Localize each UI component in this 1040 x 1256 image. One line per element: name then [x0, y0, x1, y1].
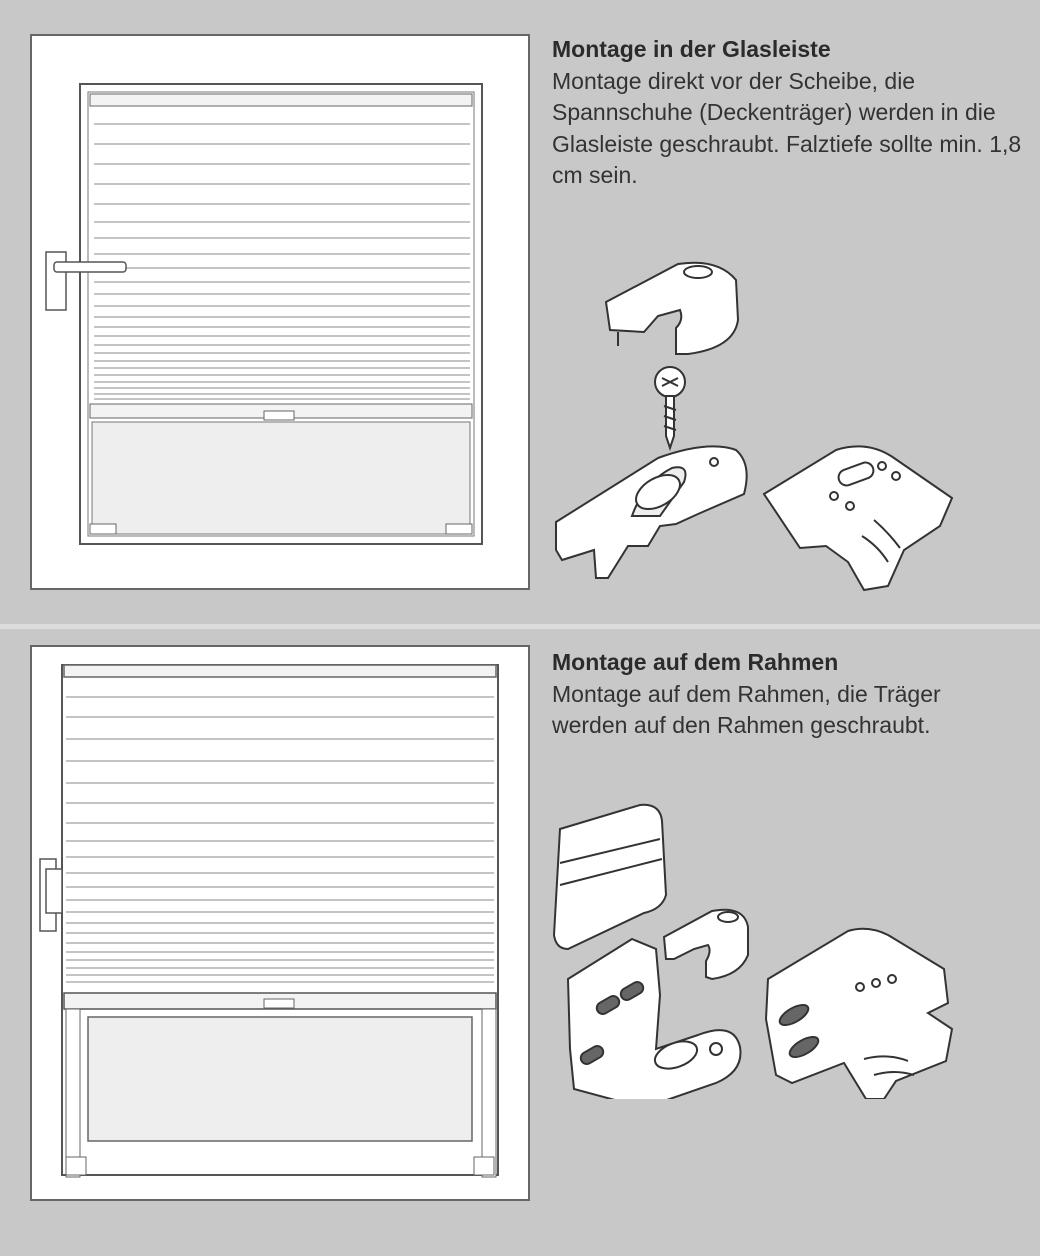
section-title: Montage in der Glasleiste: [552, 36, 831, 62]
section-description: Montage auf dem Rahmen, die Träger werde…: [552, 680, 941, 739]
mounting-parts-glasleiste: [555, 261, 954, 592]
mounting-bracket-icon: [566, 937, 742, 1099]
text-rahmen: Montage auf dem Rahmen Montage auf dem R…: [552, 647, 1022, 742]
section-description: Montage direkt vor der Scheibe, die Span…: [552, 67, 1022, 189]
section-title: Montage auf dem Rahmen: [552, 649, 839, 675]
window-with-pleated-blind-on-frame-icon: [39, 664, 499, 1178]
end-cap-icon: [552, 803, 668, 951]
window-with-pleated-blind-icon: [45, 83, 483, 545]
text-glasleiste: Montage in der Glasleiste Montage direkt…: [552, 34, 1022, 192]
frame-bracket-icon: [764, 927, 954, 1099]
screw-icon: [654, 366, 686, 452]
cap-clip-icon: [604, 261, 740, 355]
window-rahmen-illustration: [30, 645, 530, 1201]
section-glasleiste: Montage in der Glasleiste Montage direkt…: [0, 0, 1040, 624]
bracket-icon: [762, 445, 954, 592]
window-glasleiste-illustration: [30, 34, 530, 590]
section-divider: [0, 624, 1040, 629]
section-rahmen: Montage auf dem Rahmen Montage auf dem R…: [0, 629, 1040, 1256]
clip-icon: [662, 908, 749, 981]
mounting-parts-rahmen: [552, 803, 954, 1099]
tension-shoe-icon: [555, 445, 748, 579]
